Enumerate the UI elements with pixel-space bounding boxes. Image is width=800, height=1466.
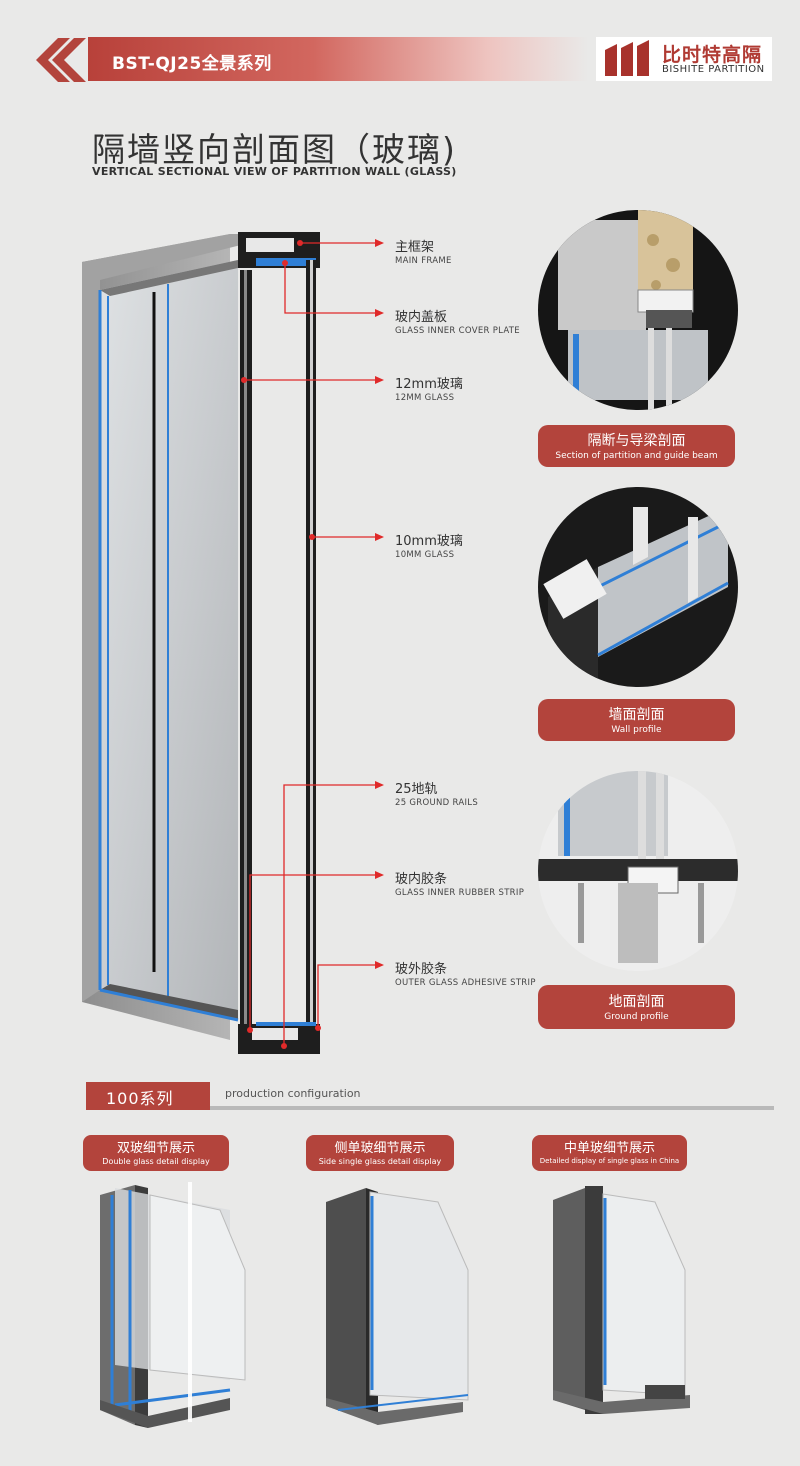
header-bar bbox=[88, 37, 588, 81]
center-single-glass-detail-image bbox=[553, 1186, 690, 1414]
partition-section-illustration bbox=[82, 232, 320, 1054]
page-title: 隔墙竖向剖面图（玻璃) bbox=[92, 130, 457, 169]
wall-profile-detail-image bbox=[538, 487, 738, 687]
brand-name-cn: 比时特高隔 bbox=[662, 44, 763, 66]
page-subtitle: VERTICAL SECTIONAL VIEW OF PARTITION WAL… bbox=[92, 165, 457, 178]
ground-profile-detail-image bbox=[538, 771, 738, 971]
guide-beam-detail-image bbox=[538, 210, 738, 410]
series-title: BST-QJ25全景系列 bbox=[112, 54, 272, 74]
series-tag: 100系列 bbox=[86, 1082, 210, 1110]
series-subtitle: production configuration bbox=[225, 1087, 361, 1100]
series-divider bbox=[210, 1106, 774, 1110]
brand-name-en: BISHITE PARTITION bbox=[662, 64, 765, 75]
chevron-logo-icon bbox=[36, 38, 86, 82]
side-single-glass-detail-image bbox=[326, 1188, 469, 1425]
brand-mark-icon bbox=[605, 40, 649, 76]
double-glass-detail-image bbox=[100, 1182, 246, 1428]
